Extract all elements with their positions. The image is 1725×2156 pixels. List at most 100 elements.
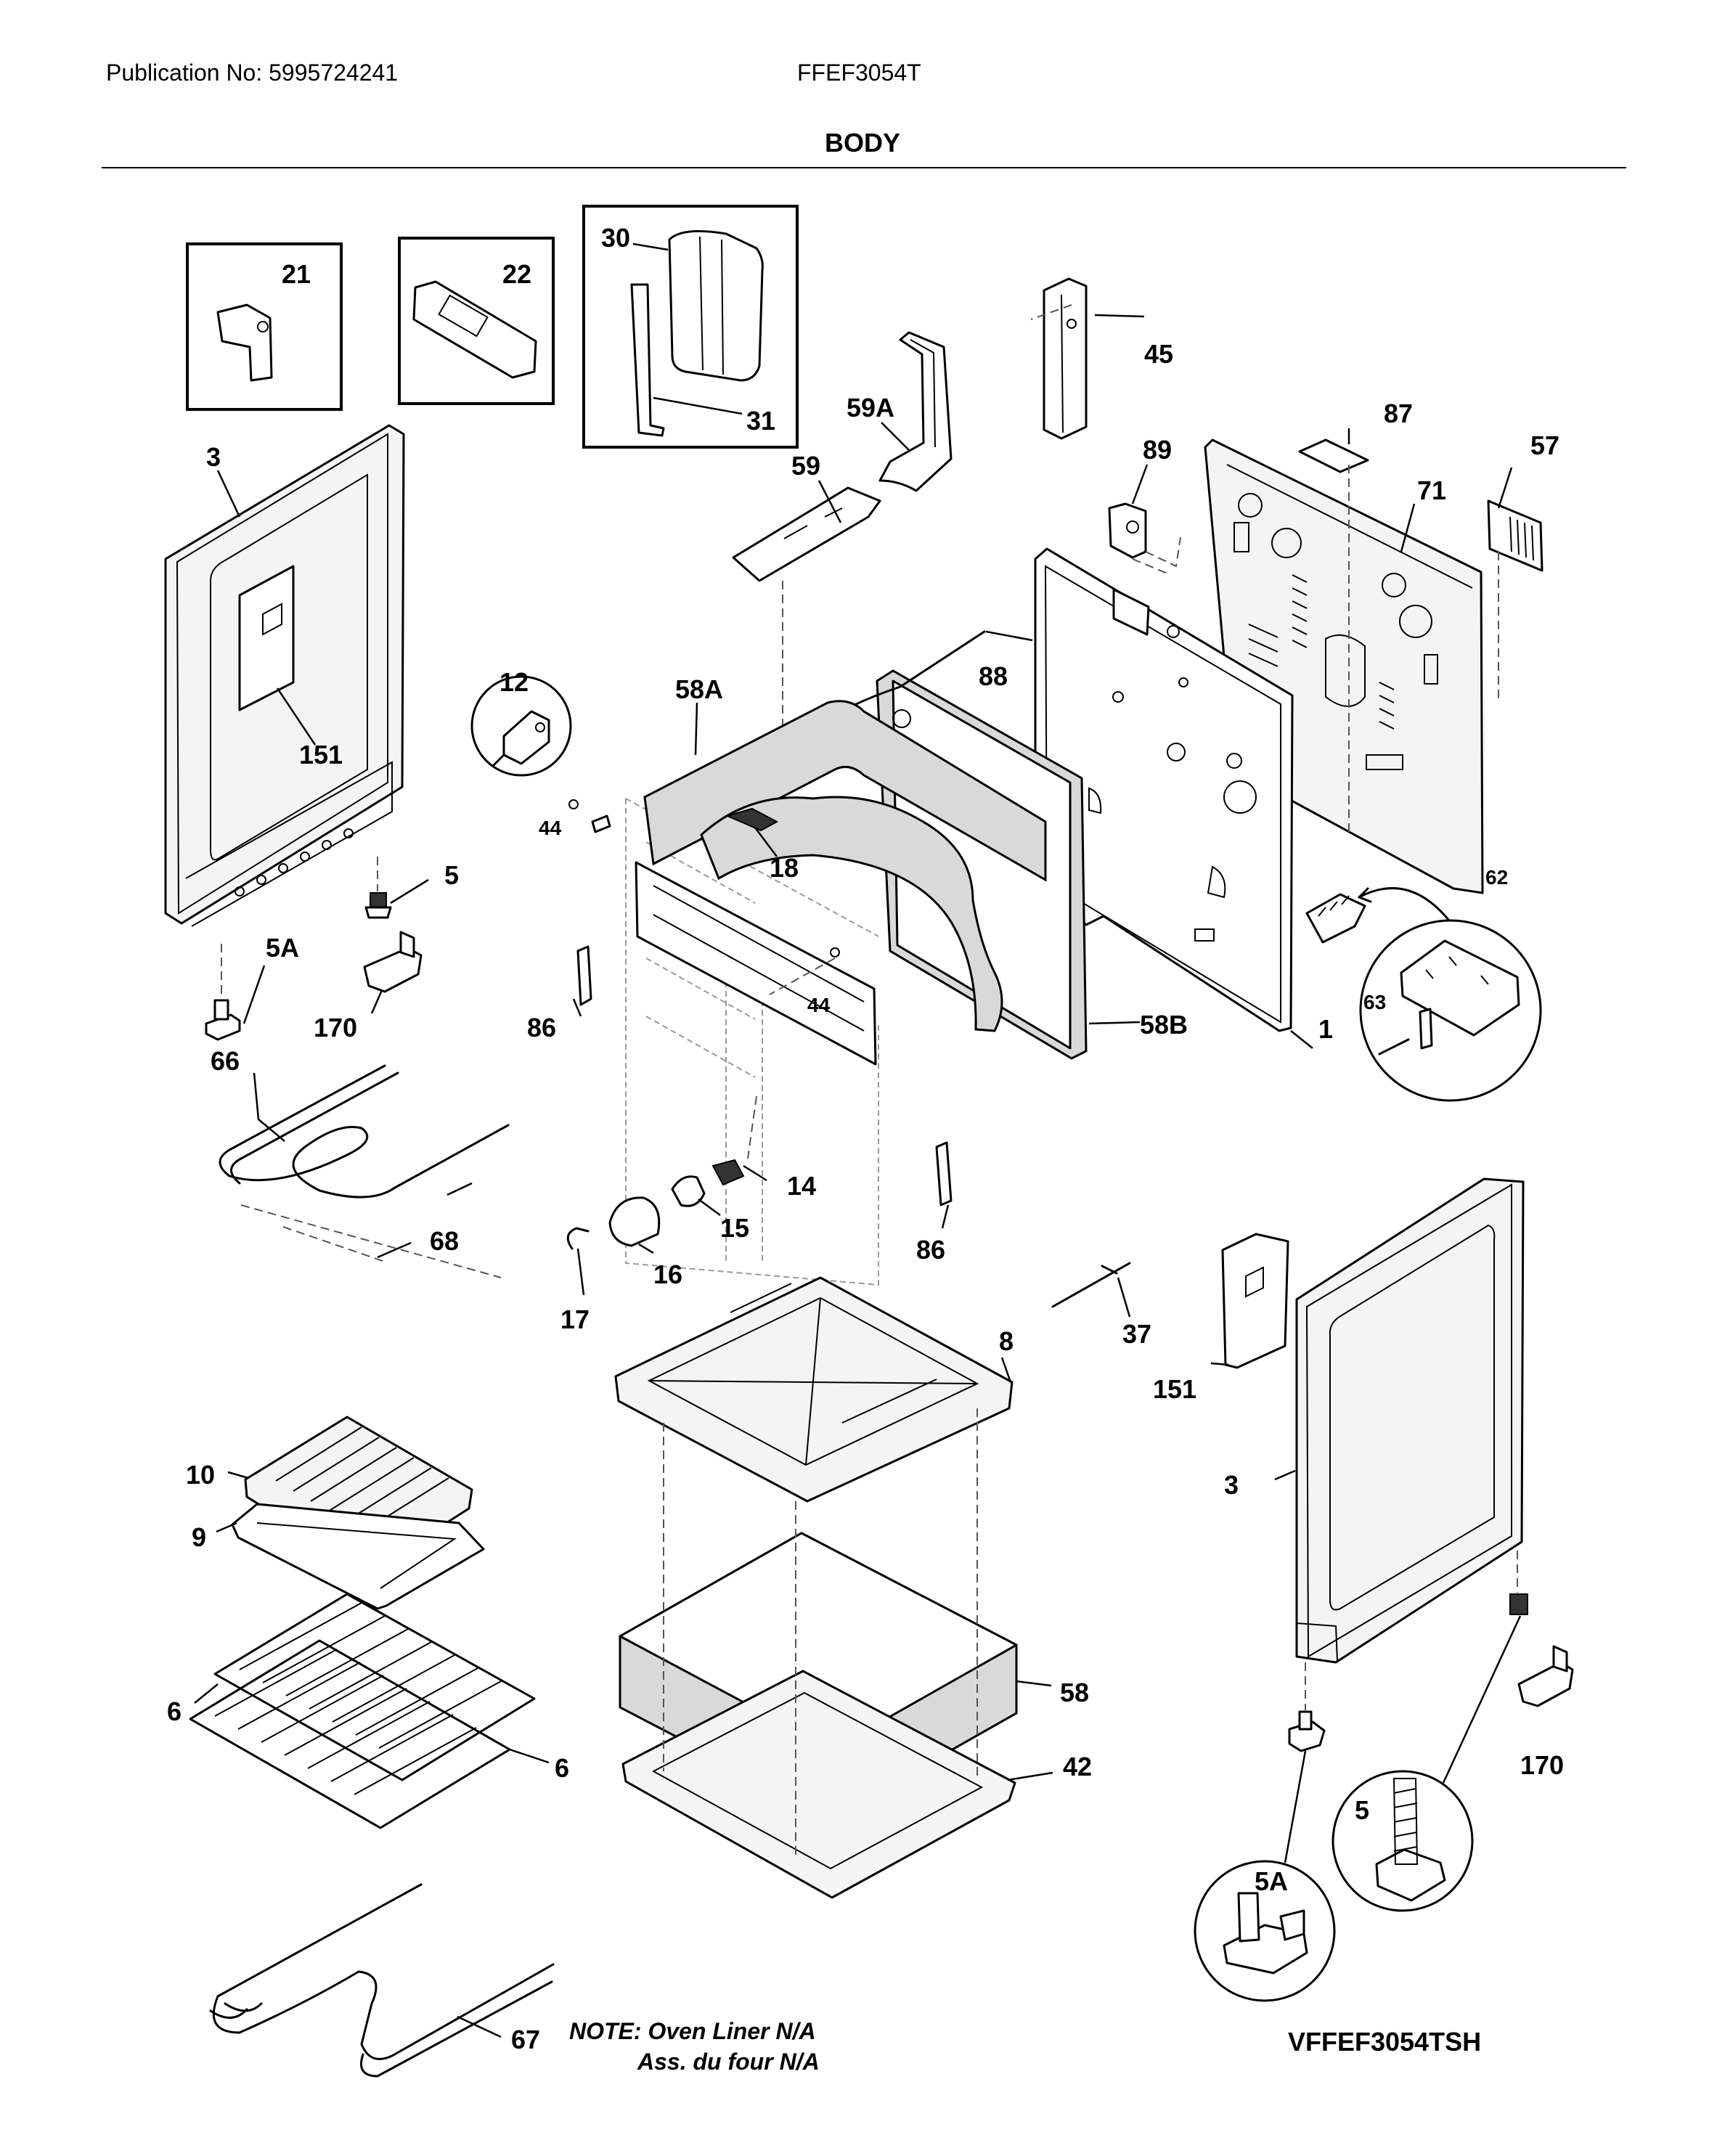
- terminal-block-detail-62: [1359, 919, 1542, 1102]
- insulation-57: [1487, 499, 1543, 572]
- broil-element-66: [219, 1064, 510, 1199]
- part-21-inset: [186, 242, 343, 411]
- bake-element-67: [209, 1883, 555, 2078]
- hinge-receiver-86-right: [935, 1141, 953, 1206]
- section-title: BODY: [824, 128, 900, 158]
- callout-44-right: 44: [807, 994, 831, 1016]
- callout-6-right: 6: [555, 1753, 569, 1783]
- callout-89: 89: [1143, 435, 1172, 465]
- callout-16: 16: [653, 1259, 682, 1289]
- vent-duct-59A: [878, 331, 953, 492]
- clip-18: [725, 807, 779, 832]
- callout-10: 10: [186, 1460, 215, 1490]
- callout-62: 62: [1485, 866, 1508, 889]
- lamp-clip-17: [566, 1227, 590, 1250]
- model-number: FFEF3054T: [797, 60, 921, 86]
- callout-15: 15: [720, 1213, 749, 1243]
- callout-170-right: 170: [1520, 1750, 1564, 1780]
- callout-9: 9: [192, 1522, 206, 1552]
- callout-44-left: 44: [539, 817, 562, 839]
- callout-22: 22: [502, 259, 531, 289]
- callout-6-left: 6: [167, 1696, 182, 1726]
- callout-5A-right: 5A: [1255, 1866, 1288, 1896]
- part-22-inset: [398, 237, 555, 405]
- callout-3-right: 3: [1224, 1470, 1239, 1500]
- oven-rack-lower: [189, 1639, 511, 1829]
- callout-1: 1: [1318, 1014, 1333, 1044]
- callout-12: 12: [499, 667, 529, 697]
- right-side-panel: [1295, 1177, 1525, 1664]
- lamp-socket-14: [711, 1159, 745, 1186]
- callout-59A: 59A: [847, 393, 894, 422]
- callout-8: 8: [999, 1326, 1014, 1356]
- callout-151-left: 151: [299, 740, 343, 769]
- callout-3-left: 3: [206, 442, 221, 472]
- callout-5-left: 5: [444, 860, 459, 890]
- callout-18: 18: [770, 853, 799, 883]
- wire-68: [240, 1204, 502, 1278]
- callout-5-right: 5: [1355, 1795, 1369, 1825]
- part-30-31-inset: [582, 205, 799, 449]
- sensor-12-inset: [470, 675, 572, 777]
- detail-arrow: [1358, 887, 1451, 922]
- sensor-44-right: [769, 947, 840, 995]
- callout-58: 58: [1060, 1678, 1089, 1707]
- vent-bracket-45: [1043, 277, 1088, 440]
- callout-57: 57: [1530, 430, 1559, 460]
- sensor-44-left: [568, 799, 611, 833]
- leg-bracket-right: [1288, 1662, 1326, 1752]
- oven-rack-upper: [213, 1593, 536, 1781]
- note-line-1: NOTE: Oven Liner N/A: [569, 2018, 816, 2044]
- callout-17: 17: [560, 1304, 590, 1334]
- leg-bracket-left: [205, 944, 241, 1041]
- callout-42: 42: [1063, 1752, 1092, 1781]
- callout-31: 31: [746, 406, 775, 436]
- callout-21: 21: [282, 259, 311, 289]
- callout-86-right: 86: [916, 1235, 945, 1265]
- callout-58A: 58A: [675, 674, 723, 704]
- publication-number: Publication No: 5995724241: [106, 60, 399, 86]
- insulation-87: [1298, 438, 1369, 473]
- callout-87: 87: [1384, 399, 1413, 428]
- bottom-panel-8: [614, 1276, 1014, 1503]
- callout-58B: 58B: [1140, 1010, 1188, 1040]
- callout-170-left: 170: [314, 1013, 357, 1042]
- lamp-lens-16: [608, 1196, 661, 1247]
- callout-30: 30: [601, 223, 630, 253]
- callout-66: 66: [211, 1046, 240, 1076]
- leader-lines: [194, 242, 1513, 2038]
- lamp-bulb-15: [671, 1175, 706, 1207]
- leveling-leg-left: [364, 857, 392, 919]
- callout-63: 63: [1363, 991, 1386, 1013]
- leg-bracket-detail-5A: [1194, 1860, 1336, 2002]
- broiler-pan-9: [231, 1503, 485, 1610]
- back-frame-1: [1034, 547, 1294, 1032]
- callout-67: 67: [511, 2025, 540, 2054]
- vent-duct-59: [732, 486, 881, 582]
- header-divider: [102, 167, 1626, 168]
- leveling-leg-right: [1509, 1551, 1528, 1615]
- terminal-block-62: [1305, 893, 1366, 944]
- bracket-170-left: [363, 931, 423, 993]
- callout-71: 71: [1417, 475, 1446, 505]
- wire-37: [1051, 1262, 1131, 1308]
- leveling-leg-detail-5: [1332, 1770, 1474, 1912]
- left-side-panel: [164, 424, 405, 927]
- note-line-2: Ass. du four N/A: [637, 2049, 820, 2075]
- bottom-cover-42: [621, 1670, 1016, 1899]
- callout-37: 37: [1122, 1319, 1151, 1349]
- callout-45: 45: [1144, 339, 1173, 369]
- callout-59: 59: [791, 451, 820, 481]
- callout-88: 88: [979, 661, 1008, 691]
- callout-14: 14: [787, 1171, 816, 1201]
- callout-86-left: 86: [527, 1013, 556, 1042]
- bracket-170-right: [1517, 1645, 1574, 1707]
- bracket-89: [1108, 502, 1147, 559]
- hinge-receiver-86-left: [576, 945, 592, 1006]
- diagram-reference: VFFEF3054TSH: [1288, 2027, 1482, 2057]
- callout-5A-left: 5A: [266, 933, 299, 963]
- callout-68: 68: [430, 1226, 459, 1256]
- bracket-151-right: [1221, 1233, 1289, 1369]
- callout-151-right: 151: [1153, 1374, 1196, 1404]
